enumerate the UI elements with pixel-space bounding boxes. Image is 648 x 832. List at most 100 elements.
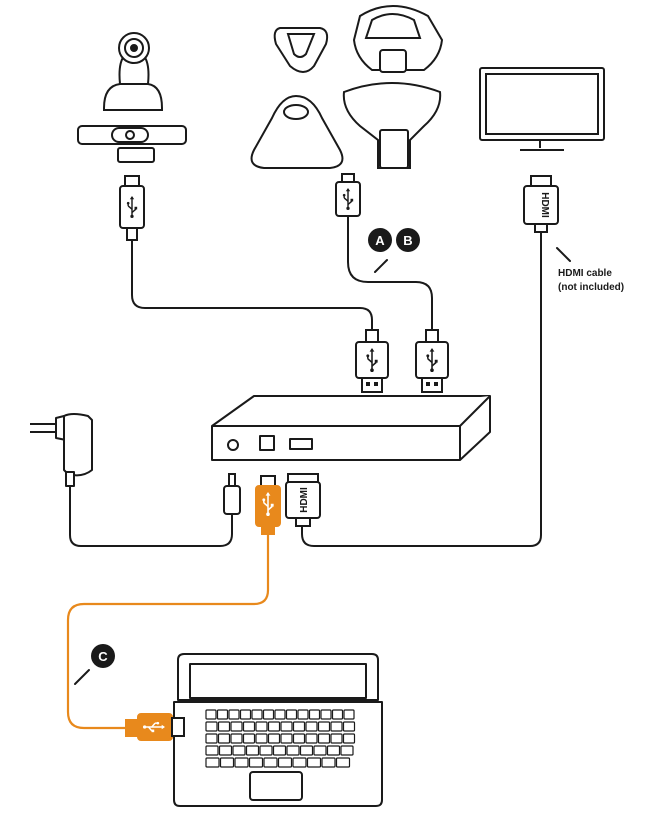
keyboard-key [205, 709, 217, 720]
keyboard-key [292, 721, 306, 732]
trackpad [249, 771, 303, 801]
hub-hdmi-port [289, 438, 313, 450]
hub-usb-port [259, 435, 275, 451]
speakerphone-usb-cable [347, 213, 433, 333]
keyboard-key [248, 757, 264, 768]
keyboard-key [340, 745, 354, 756]
keyboard-key [285, 709, 298, 720]
keyboard-key [228, 709, 240, 720]
keyboard-key [280, 721, 293, 732]
power-plug [223, 473, 241, 515]
badge-c: C [91, 644, 115, 668]
hdmi-hub-plug-label: HDMI [299, 487, 310, 513]
c-pointer-line [74, 669, 90, 685]
keyboard-key [299, 745, 314, 756]
badge-b: B [396, 228, 420, 252]
hub-icon [211, 395, 491, 461]
keyboard-key [330, 721, 343, 732]
keyboard-key [306, 757, 322, 768]
hdmi-cable-label: HDMI cable [558, 268, 612, 279]
keyboard-key [234, 757, 249, 768]
keyboard-key [305, 733, 318, 744]
speakerphone-small-icon [273, 27, 329, 73]
keyboard-key [219, 757, 235, 768]
keyboard-key [317, 721, 331, 732]
laptop-icon [173, 653, 383, 807]
keyboard-key [280, 733, 293, 744]
keyboard-key [205, 757, 220, 768]
keyboard-key [272, 745, 287, 756]
keyboard-key [297, 709, 309, 720]
svg-text:C: C [98, 649, 108, 664]
keyboard-key [255, 721, 268, 732]
hdmi-hub-connector: HDMI [285, 473, 321, 527]
keyboard-key [205, 733, 218, 744]
keyboard-key [262, 709, 275, 720]
keyboard-key [217, 733, 231, 744]
keyboard-key [335, 757, 351, 768]
keyboard-key [239, 709, 252, 720]
keyboard-key [313, 745, 327, 756]
keyboard-key [218, 745, 233, 756]
hdmi-cable-note: (not included) [558, 282, 624, 293]
keyboard-key [274, 709, 286, 720]
speakerphone-usb-connector [335, 173, 361, 217]
keyboard-key [263, 757, 278, 768]
webcam-bar-icon [77, 125, 187, 163]
keyboard-key [217, 721, 231, 732]
keyboard-key [259, 745, 273, 756]
keyboard-key [342, 733, 356, 744]
keyboard-key [305, 721, 318, 732]
monitor-icon [479, 67, 605, 151]
keyboard-key [330, 733, 343, 744]
keyboard-key [331, 709, 344, 720]
keyboard-key [242, 733, 256, 744]
keyboard-key [292, 757, 307, 768]
hdmi-monitor-plug-label: HDMI [539, 192, 550, 218]
keyboard-key [308, 709, 321, 720]
keyboard-key [205, 745, 219, 756]
keyboard-key [317, 733, 331, 744]
keyboard-key [245, 745, 260, 756]
hub-power-port [227, 439, 239, 451]
keyboard-key [277, 757, 293, 768]
badge-a: A [368, 228, 392, 252]
keyboard-key [342, 721, 356, 732]
keyboard [205, 709, 356, 768]
laptop-usb-hub-connector [255, 475, 281, 535]
keyboard-key [251, 709, 263, 720]
keyboard-key [216, 709, 229, 720]
laptop-usb-cable [66, 534, 270, 730]
speakerphone-round-icon [250, 94, 344, 169]
keyboard-key [320, 709, 332, 720]
keyboard-key [286, 745, 300, 756]
hdmi-label-pointer-line [556, 247, 571, 262]
svg-text:A: A [375, 233, 385, 248]
power-adapter-icon [30, 413, 93, 487]
ptz-camera-icon [103, 32, 163, 111]
keyboard-key [230, 733, 243, 744]
speakerphone-triangle-icon [342, 82, 442, 169]
laptop-usb-plug [125, 713, 185, 741]
hdmi-monitor-connector: HDMI [523, 175, 559, 233]
camera-usb-connector [119, 175, 145, 241]
keyboard-key [267, 721, 281, 732]
keyboard-key [326, 745, 341, 756]
hub-usb-plug-left [355, 329, 389, 393]
power-cable [69, 484, 233, 547]
keyboard-key [242, 721, 256, 732]
keyboard-key [267, 733, 281, 744]
ab-pointer-line [374, 259, 388, 273]
svg-text:B: B [403, 233, 412, 248]
keyboard-key [292, 733, 306, 744]
keyboard-key [205, 721, 218, 732]
keyboard-key [232, 745, 246, 756]
hdmi-monitor-cable [301, 229, 542, 547]
camera-usb-cable [131, 239, 373, 333]
keyboard-key [230, 721, 243, 732]
speakerphone-large-icon [352, 5, 444, 73]
keyboard-key [255, 733, 268, 744]
keyboard-key [321, 757, 336, 768]
hub-usb-plug-right [415, 329, 449, 393]
